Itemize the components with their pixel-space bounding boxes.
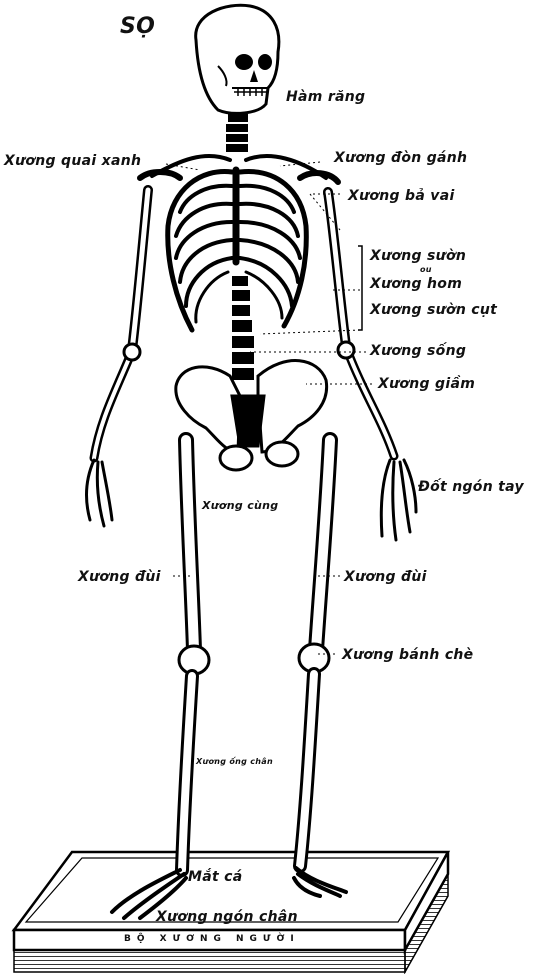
- label-dui-left: Xương đùi: [78, 570, 161, 584]
- label-giam: Xương giầm: [378, 377, 475, 391]
- label-suon: Xương sườn: [370, 249, 466, 263]
- label-mat-ca: Mắt cá: [188, 870, 243, 884]
- label-cung: Xương cùng: [202, 500, 278, 511]
- label-song: Xương sống: [370, 344, 466, 358]
- label-banh-che: Xương bánh chè: [342, 648, 473, 662]
- label-ong-chan: Xương ống chân: [196, 758, 273, 766]
- label-hom: Xương hom: [370, 277, 462, 291]
- label-don-ganh: Xương đòn gánh: [334, 151, 467, 165]
- skull-title: SỌ: [120, 16, 155, 38]
- label-quai-xanh: Xương quai xanh: [4, 154, 141, 168]
- skull: [196, 5, 279, 113]
- label-dui-right: Xương đùi: [344, 570, 427, 584]
- label-ou: ou: [420, 266, 432, 274]
- pedestal-title: BỘ XƯƠNG NGƯỜI: [124, 934, 300, 944]
- rib-bracket: [358, 246, 362, 330]
- cervical-spine: [226, 114, 248, 152]
- lumbar-spine: [232, 276, 254, 380]
- label-ngon-chan: Xương ngón chân: [156, 910, 298, 924]
- label-ba-vai: Xương bả vai: [348, 189, 455, 203]
- label-ham-rang: Hàm răng: [286, 90, 365, 104]
- label-ngon-tay: Đốt ngón tay: [418, 480, 524, 494]
- label-suon-cut: Xương sườn cụt: [370, 303, 497, 317]
